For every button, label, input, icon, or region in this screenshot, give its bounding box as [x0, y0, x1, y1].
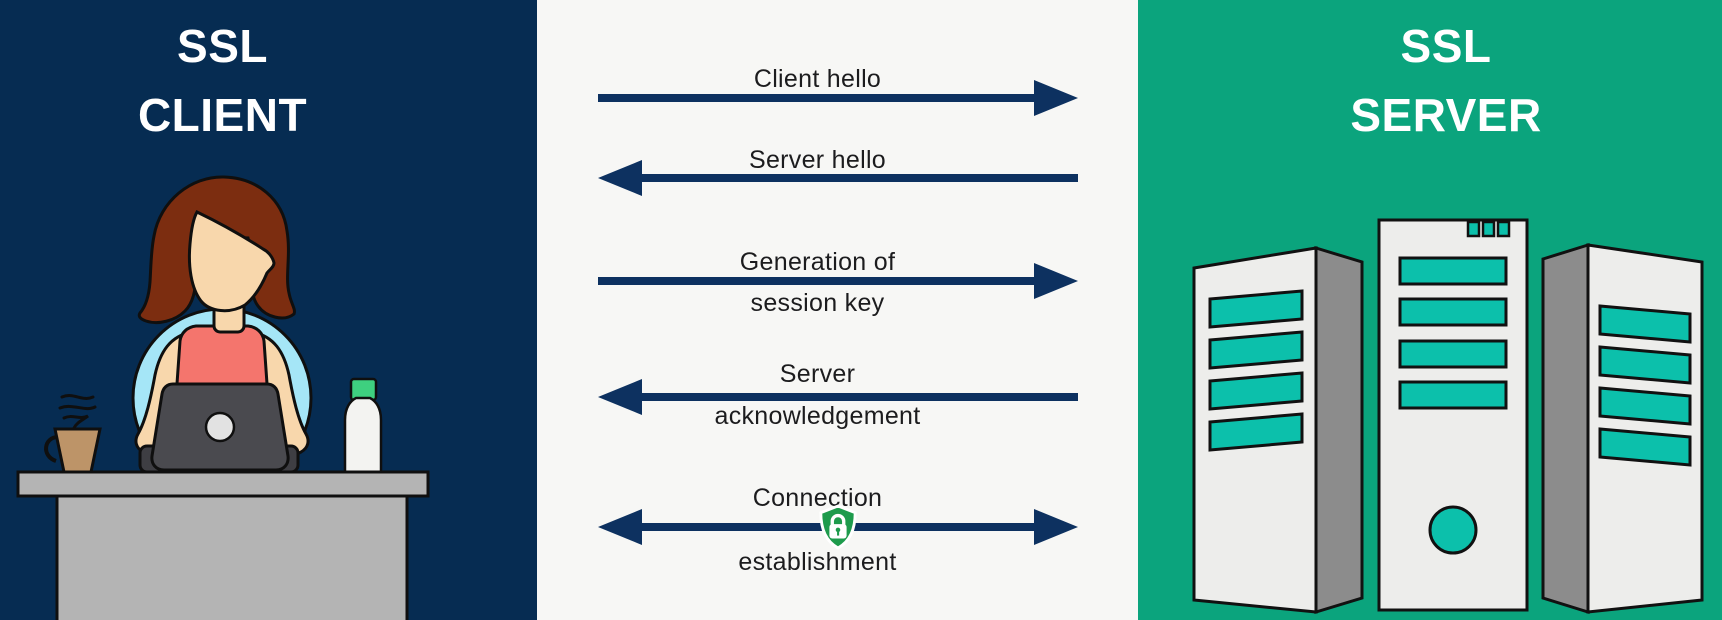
server-panel-title: SSL SERVER [1154, 12, 1722, 150]
handshake-step-1: Client hello [537, 0, 1138, 620]
arrow-head-left-icon [598, 509, 642, 545]
client-woman-illustration [16, 175, 430, 620]
step-2-label: Server hello [749, 146, 886, 174]
server-panel: SSL SERVER [1138, 0, 1722, 620]
client-panel: SSL CLIENT [0, 0, 537, 620]
arrow-head-left-icon [598, 160, 642, 196]
step-2-arrow [598, 160, 1078, 196]
step-1-label: Client hello [753, 65, 882, 93]
arrow-head-right-icon [1034, 509, 1078, 545]
arrow-head-right-icon [1034, 263, 1078, 299]
arrow-shaft [636, 174, 1078, 182]
step-3-label-line2: session key [750, 289, 885, 317]
step-5-arrow [598, 504, 1078, 550]
step-3-label: Generation of [739, 248, 896, 276]
step-5-label: Connection [752, 484, 883, 512]
step-4-label-line2: acknowledgement [714, 402, 921, 430]
client-title-line1: SSL [177, 20, 268, 72]
step-5-label-line2: establishment [738, 548, 897, 576]
client-title-line2: CLIENT [137, 89, 308, 141]
server-title-line1: SSL [1400, 20, 1492, 72]
lock-shield-icon [817, 504, 859, 551]
handshake-step-2: Server hello [537, 0, 1138, 620]
handshake-step-5: Connection establishment [537, 0, 1138, 620]
arrow-shaft [636, 393, 1078, 401]
step-4-label: Server [779, 360, 856, 388]
arrow-shaft [598, 277, 1040, 285]
server-title-line2: SERVER [1350, 89, 1542, 141]
client-panel-title: SSL CLIENT [0, 12, 445, 150]
arrow-head-left-icon [598, 379, 642, 415]
server-towers-illustration [1192, 218, 1704, 615]
handshake-flow-panel: Client hello Server hello Generation of [537, 0, 1138, 620]
step-1-arrow [598, 80, 1078, 116]
step-4-arrow [598, 379, 1078, 415]
arrow-head-right-icon [1034, 80, 1078, 116]
step-3-arrow [598, 263, 1078, 299]
handshake-step-3: Generation of session key [537, 0, 1138, 620]
handshake-step-4: Server acknowledgement [537, 0, 1138, 620]
arrow-shaft [598, 94, 1040, 102]
